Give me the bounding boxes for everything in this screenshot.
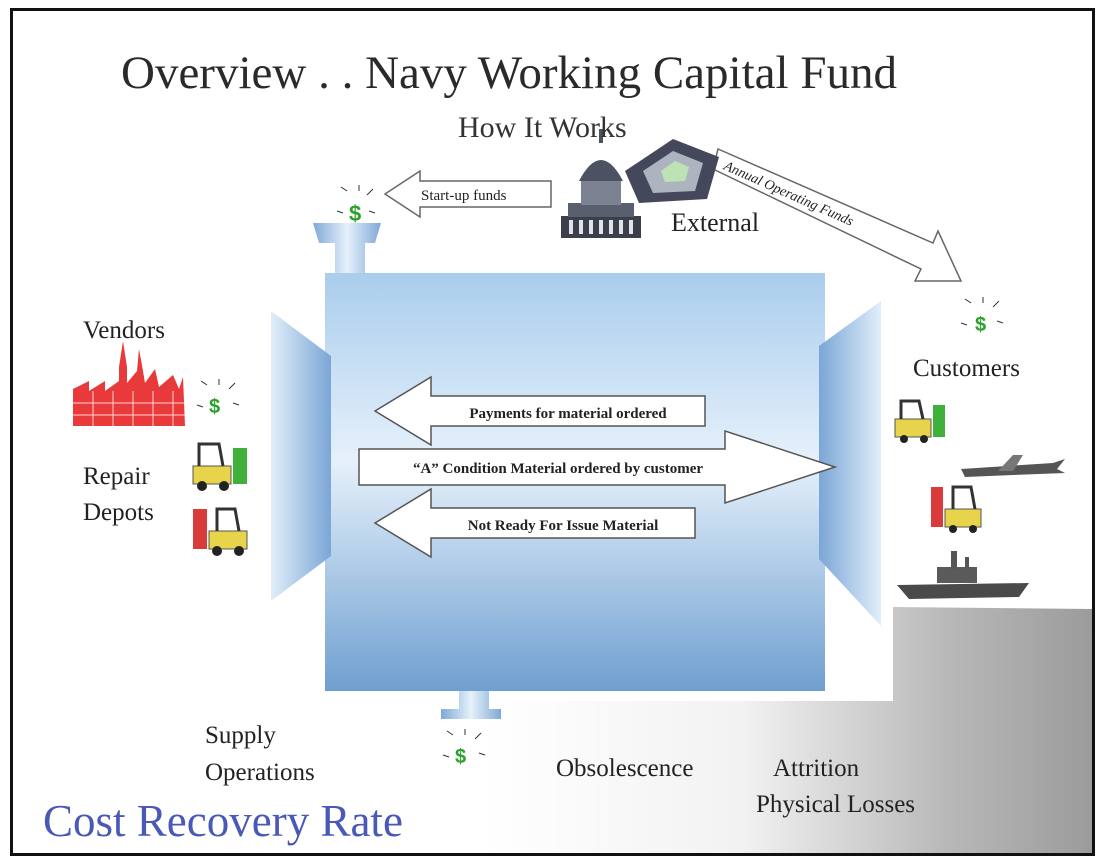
svg-text:$: $ [349,201,361,226]
ship-icon [897,551,1029,599]
supply-operations-label: Supply Operations [205,717,315,791]
svg-text:$: $ [455,746,466,768]
supply-line-1: Supply [205,722,276,749]
money-icon: $ [442,729,486,768]
supply-line-2: Operations [205,759,315,786]
vendors-label: Vendors [83,317,165,344]
forklift-icon [894,399,945,443]
pentagon-icon [625,139,719,203]
startup-funds-arrow: Start-up funds [383,169,552,219]
svg-text:$: $ [209,396,220,418]
svg-text:$: $ [975,314,986,336]
forklift-icon [192,442,247,491]
money-icon: $ [196,379,240,418]
cost-recovery-rate-label: Cost Recovery Rate [43,796,403,846]
slide-title: Overview . . Navy Working Capital Fund [121,47,897,99]
attrition-label: Attrition [773,755,860,782]
forklift-icon [193,507,248,556]
money-icon: $ [336,185,376,226]
svg-text:Not Ready For Issue Material: Not Ready For Issue Material [468,518,659,534]
forklift-icon [931,485,982,533]
obsolescence-label: Obsolescence [556,755,694,782]
money-icon: $ [960,297,1004,336]
physical-losses-label: Physical Losses [756,791,916,818]
svg-text:Start-up funds: Start-up funds [421,188,507,204]
slide: Start-up funds Annual Operating Funds Pa… [10,8,1095,856]
repair-line-2: Depots [83,499,154,526]
payments-arrow: Payments for material ordered [373,375,706,447]
diagram-canvas: Start-up funds Annual Operating Funds Pa… [73,129,1092,853]
factory-icon [73,341,185,426]
capitol-icon [561,129,641,238]
jet-icon [961,455,1065,477]
svg-text:Payments for material ordered: Payments for material ordered [469,406,667,422]
external-label: External [671,208,760,237]
floor-shadow [483,607,1092,853]
repair-line-1: Repair [83,463,150,490]
a-condition-arrow: “A” Condition Material ordered by custom… [358,429,838,505]
not-ready-arrow: Not Ready For Issue Material [373,487,696,559]
customers-label: Customers [913,355,1020,382]
svg-text:“A” Condition Material ordered: “A” Condition Material ordered by custom… [413,461,703,477]
repair-depots-label: Repair Depots [83,459,154,531]
slide-subtitle: How It Works [458,111,627,144]
